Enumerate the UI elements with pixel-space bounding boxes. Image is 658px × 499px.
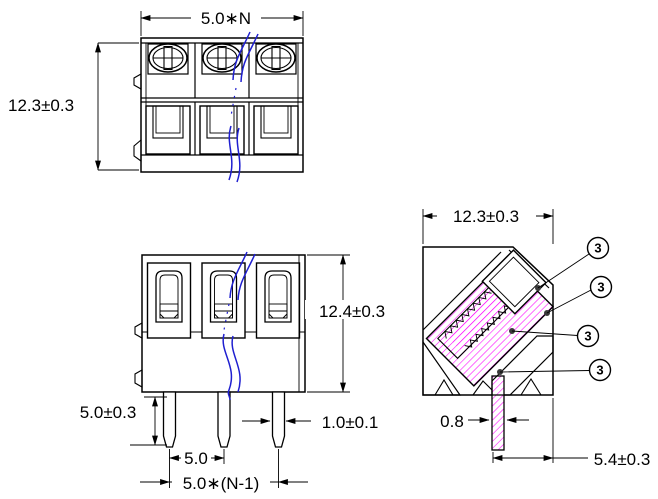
top-view: 5.0∗N 12.3±0.3 xyxy=(8,9,304,183)
dim-pin-pitch-label: 5.0 xyxy=(184,449,208,468)
top-view-horizontal-lines xyxy=(141,42,303,156)
dim-pin-span-label: 5.0∗(N-1) xyxy=(183,474,260,493)
callout-label: 3 xyxy=(596,363,603,378)
wire-window-2 xyxy=(199,105,245,155)
dim-pin-pitch: 5.0 xyxy=(169,449,225,488)
screw-clamp-assembly xyxy=(425,249,555,387)
side-lug xyxy=(133,138,142,163)
screw-terminal-3 xyxy=(255,43,297,75)
dim-top-height-label: 12.3±0.3 xyxy=(8,96,74,115)
clamp-opening-2 xyxy=(201,262,246,339)
side-lug xyxy=(133,73,142,90)
dim-pin-span: 5.0∗(N-1) xyxy=(140,449,308,493)
dim-top-width-label: 5.0∗N xyxy=(201,9,251,28)
screw-thread-zigzag xyxy=(464,300,512,348)
clamp-opening-1 xyxy=(146,262,192,339)
pin-base-section xyxy=(471,380,493,396)
callout-label: 3 xyxy=(584,329,591,344)
dim-pin-length: 5.0±0.3 xyxy=(80,396,167,446)
front-view: 12.4±0.3 5.0±0.3 1.0±0.1 5.0 5.0 xyxy=(80,251,399,493)
solder-pin-1 xyxy=(162,391,177,448)
dim-top-width: 5.0∗N xyxy=(140,9,304,36)
side-section-view: 3 3 3 3 12.3±0.3 0.8 xyxy=(422,207,651,469)
left-foot-section xyxy=(422,340,462,396)
solder-pin-2 xyxy=(217,391,231,448)
dim-pin-offset-label: 5.4±0.3 xyxy=(594,450,651,469)
callout-label: 3 xyxy=(594,241,601,256)
dim-front-height: 12.4±0.3 xyxy=(305,254,399,393)
dim-front-height-label: 12.4±0.3 xyxy=(319,302,385,321)
dim-pin-length-label: 5.0±0.3 xyxy=(80,403,137,422)
top-view-cell-dividers xyxy=(194,43,250,155)
screw-terminal-1 xyxy=(147,43,189,75)
side-lug xyxy=(134,322,143,339)
screw-head-section xyxy=(481,249,547,315)
dim-side-width-label: 12.3±0.3 xyxy=(453,207,519,226)
wire-funnel-line xyxy=(422,251,502,331)
clamp-opening-3 xyxy=(255,262,301,339)
dim-pin-thickness: 0.8 xyxy=(440,412,529,431)
callout-label: 3 xyxy=(597,280,604,295)
dim-pin-thickness-label: 0.8 xyxy=(440,412,464,431)
wire-window-3 xyxy=(253,105,299,155)
break-lines-top-view xyxy=(228,31,259,183)
solder-pin-section xyxy=(491,375,505,451)
dim-pin-width-label: 1.0±0.1 xyxy=(322,413,379,432)
callout-balloon-1: 3 xyxy=(586,236,610,260)
wire-window-1 xyxy=(145,105,191,155)
leader-lines xyxy=(499,253,592,373)
dim-side-width: 12.3±0.3 xyxy=(422,207,554,244)
screw-shank-section xyxy=(447,291,506,350)
callout-balloon-2: 3 xyxy=(589,275,613,299)
callout-balloon-3: 3 xyxy=(576,324,600,348)
dim-pin-offset: 5.4±0.3 xyxy=(492,398,651,469)
screw-thread-zigzag xyxy=(444,291,492,339)
foot-notch xyxy=(520,377,542,396)
side-lug xyxy=(134,369,143,388)
dim-pin-width: 1.0±0.1 xyxy=(242,413,378,432)
callout-balloon-4: 3 xyxy=(588,358,612,382)
dim-top-height: 12.3±0.3 xyxy=(8,42,139,171)
foot-notch xyxy=(434,378,454,396)
solder-pin-3 xyxy=(271,391,286,448)
break-lines-front-view xyxy=(222,251,256,401)
